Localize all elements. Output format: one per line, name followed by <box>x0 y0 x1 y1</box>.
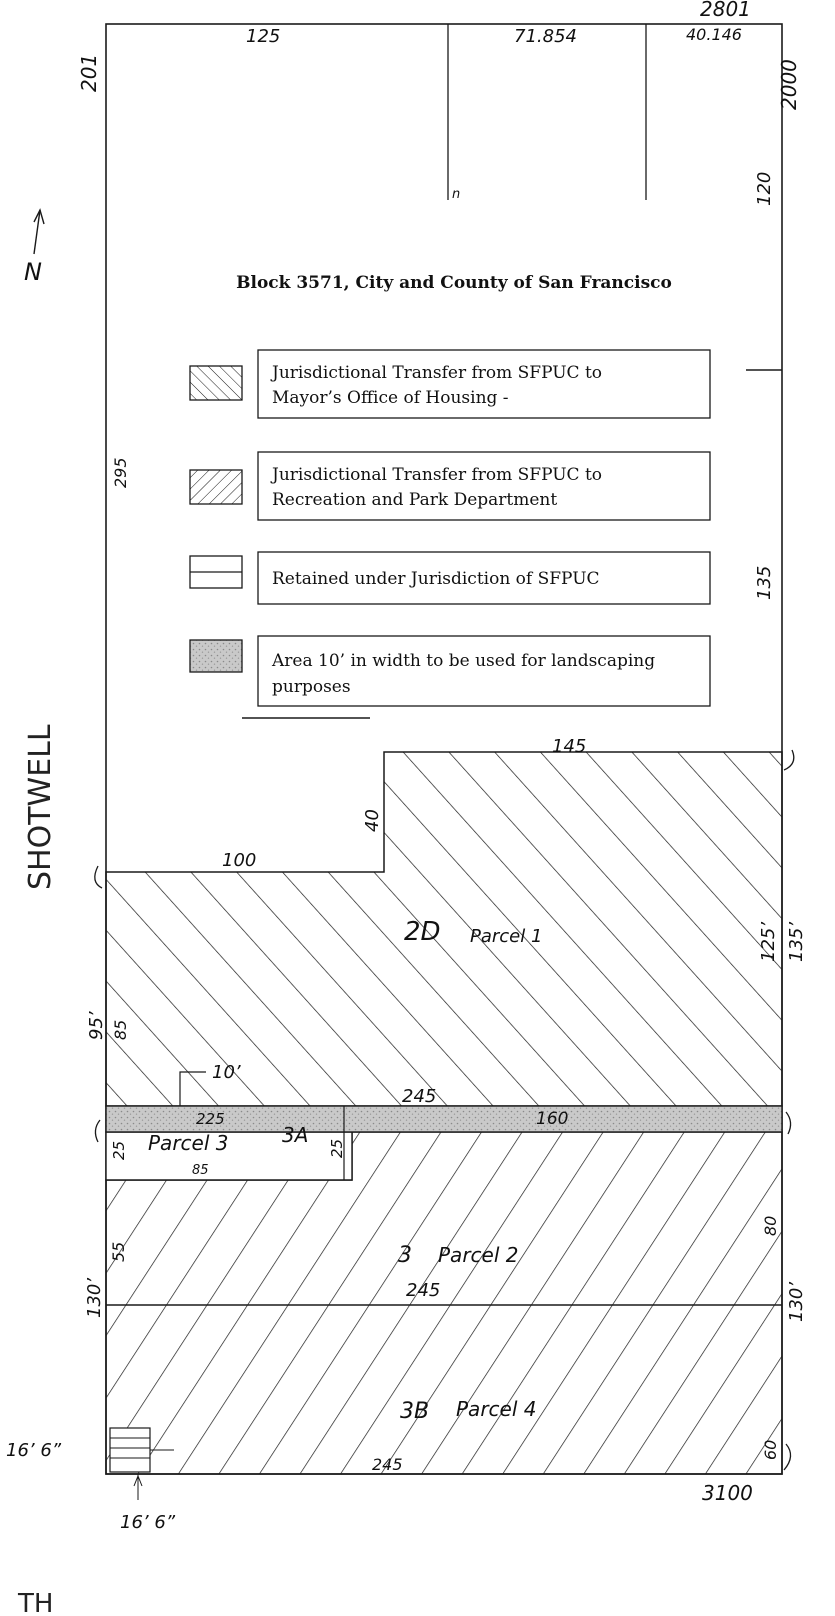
legend: Jurisdictional Transfer from SFPUC to Ma… <box>189 349 782 719</box>
dim-top-125: 125 <box>246 26 280 47</box>
dim-10ft: 10’ <box>212 1062 241 1083</box>
lot-number-201: 201 <box>77 54 101 92</box>
dim-p3-25-right: 25 <box>328 1139 346 1158</box>
dim-step-100: 100 <box>222 850 256 871</box>
dim-left-295: 295 <box>111 457 130 488</box>
legend-text-housing-1: Jurisdictional Transfer from SFPUC to <box>270 363 602 383</box>
dim-mid-245: 245 <box>402 1086 436 1107</box>
dim-right-135: 135’ <box>786 922 807 962</box>
parcel-2-4-area <box>105 1131 783 1475</box>
legend-text-housing-2: Mayor’s Office of Housing - <box>272 388 509 408</box>
curl-mark <box>785 1111 792 1135</box>
curl-mark <box>783 1443 792 1471</box>
dim-left-130: 130’ <box>84 1278 105 1318</box>
dim-left-55: 55 <box>109 1242 128 1262</box>
parcel-1-name: Parcel 1 <box>470 926 542 947</box>
dim-top-71-854: 71.854 <box>514 26 577 47</box>
parcel-1-area <box>105 751 783 1107</box>
landscaping-strip <box>105 1105 783 1133</box>
curl-mark <box>94 865 103 889</box>
legend-text-landscaping-1: Area 10’ in width to be used for landsca… <box>271 651 655 671</box>
dim-bottom-245: 245 <box>372 1455 403 1474</box>
dim-top-40-146: 40.146 <box>686 25 742 44</box>
parcel-2-lot: 3 <box>398 1243 412 1268</box>
legend-text-retained: Retained under Jurisdiction of SFPUC <box>272 569 600 589</box>
map-title: Block 3571, City and County of San Franc… <box>236 273 672 293</box>
legend-box-housing <box>257 349 711 419</box>
dim-right-120: 120 <box>754 172 775 206</box>
legend-box-recpark <box>257 451 711 521</box>
parcel-3-area <box>105 1131 353 1181</box>
legend-text-recpark-1: Jurisdictional Transfer from SFPUC to <box>270 465 602 485</box>
dim-p3-25-left: 25 <box>110 1141 128 1160</box>
dim-top-145: 145 <box>552 736 586 757</box>
dim-strip-160: 160 <box>536 1109 568 1129</box>
legend-swatch-housing <box>189 365 243 401</box>
legend-box-retained <box>257 551 711 605</box>
dim-right-125: 125’ <box>758 922 779 962</box>
dim-p3-85: 85 <box>192 1163 209 1178</box>
street-bottom: TH <box>17 1589 53 1616</box>
alley-strip-icon <box>109 1427 174 1500</box>
dim-left-16-6: 16’ 6” <box>6 1440 62 1461</box>
dim-right-130: 130’ <box>786 1282 807 1322</box>
curl-mark <box>783 749 795 771</box>
dim-left-85: 85 <box>111 1020 130 1040</box>
parcel-1-lot: 2D <box>404 917 441 947</box>
ten-ft-leader <box>179 1071 206 1106</box>
legend-swatch-landscaping <box>189 639 243 673</box>
dim-right-135-mid: 135 <box>754 566 775 600</box>
parcel-3-lot: 3A <box>282 1123 308 1147</box>
dim-left-95: 95’ <box>86 1011 107 1040</box>
dot-mark: n <box>452 187 460 202</box>
legend-swatch-recpark <box>189 469 243 505</box>
legend-box-landscaping <box>257 635 711 707</box>
parcel-2-name: Parcel 2 <box>438 1243 518 1267</box>
lot-number-2801: 2801 <box>700 0 751 21</box>
legend-text-landscaping-2: purposes <box>272 677 351 697</box>
parcel-4-name: Parcel 4 <box>456 1397 536 1421</box>
street-shotwell: SHOTWELL <box>23 724 58 890</box>
dim-step-40: 40 <box>362 809 383 832</box>
north-label: N <box>24 258 42 286</box>
lot-number-3100: 3100 <box>702 1481 753 1505</box>
lot-number-2000: 2000 <box>777 59 801 110</box>
dim-right-80: 80 <box>761 1216 780 1236</box>
parcel-4-lot: 3B <box>400 1399 429 1424</box>
dim-lower-245: 245 <box>406 1280 440 1301</box>
north-arrow-icon <box>33 208 45 255</box>
parcel-3-name: Parcel 3 <box>148 1131 228 1155</box>
dim-right-60: 60 <box>761 1440 780 1460</box>
legend-text-recpark-2: Recreation and Park Department <box>272 490 557 510</box>
dim-strip-225: 225 <box>196 1110 225 1128</box>
dim-bottom-16-6: 16’ 6” <box>120 1512 176 1533</box>
curl-mark <box>94 1119 101 1143</box>
